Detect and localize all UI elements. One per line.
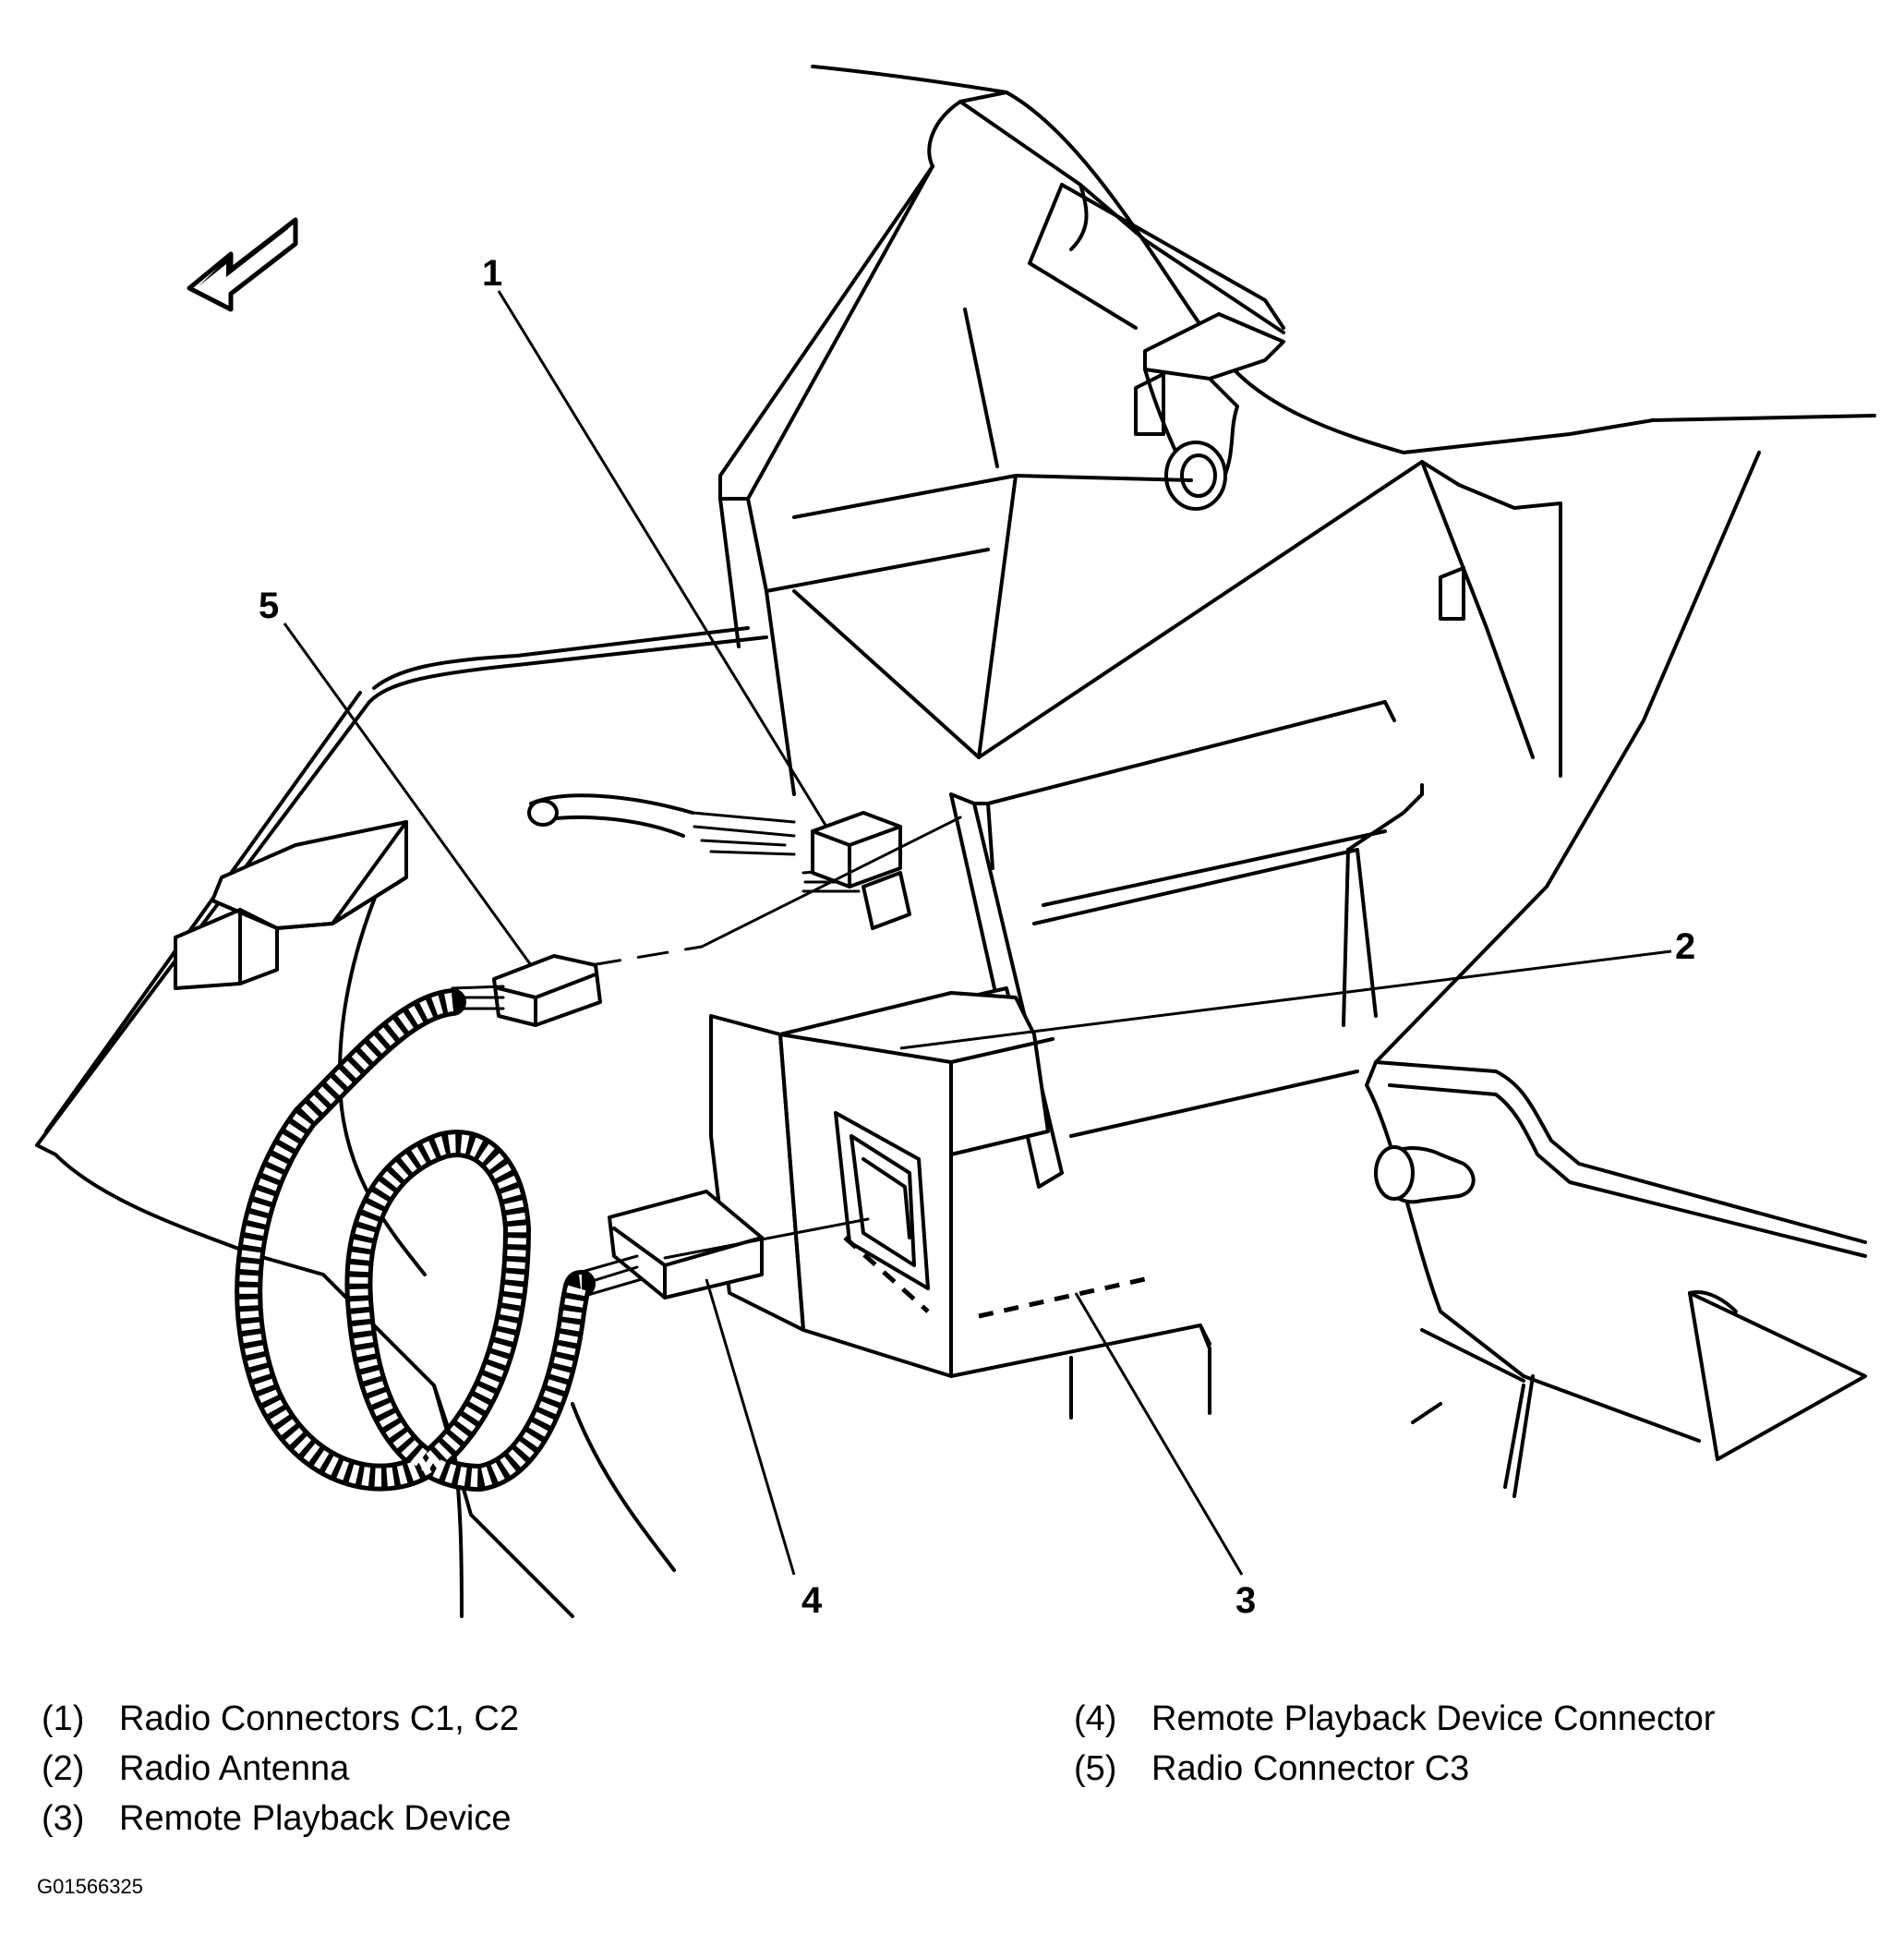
legend-label: Radio Antenna <box>119 1749 350 1788</box>
figure-id: G01566325 <box>37 1875 143 1898</box>
legend-item: (5) Radio Connector C3 <box>1074 1747 1469 1790</box>
legend-label: Radio Connectors C1, C2 <box>119 1699 519 1738</box>
callout-3: 3 <box>1235 1580 1257 1621</box>
leader-5 <box>283 622 533 966</box>
legend-number: (5) <box>1074 1749 1117 1788</box>
front-direction-arrow-icon <box>187 217 298 312</box>
wiring-harness-coil <box>235 988 596 1492</box>
legend-number: (1) <box>42 1699 85 1738</box>
leader-3 <box>1074 1292 1244 1576</box>
leader-2 <box>899 949 1672 1050</box>
leader-1 <box>497 290 828 828</box>
legend-item: (3) Remote Playback Device <box>42 1797 512 1840</box>
legend-label: Remote Playback Device <box>119 1799 512 1838</box>
legend-item: (4) Remote Playback Device Connector <box>1074 1698 1715 1740</box>
callout-2: 2 <box>1675 926 1696 967</box>
legend-label: Remote Playback Device Connector <box>1151 1699 1716 1738</box>
callout-5: 5 <box>259 586 280 626</box>
callout-1: 1 <box>482 253 503 294</box>
legend-number: (4) <box>1074 1699 1117 1738</box>
legend-number: (3) <box>42 1799 85 1838</box>
legend-number: (2) <box>42 1749 85 1788</box>
legend: (1) Radio Connectors C1, C2 (2) Radio Ante… <box>0 1690 1904 1912</box>
legend-label: Radio Connector C3 <box>1151 1749 1470 1788</box>
radio-location-diagram <box>35 65 1876 1618</box>
legend-item: (1) Radio Connectors C1, C2 <box>42 1698 519 1740</box>
legend-item: (2) Radio Antenna <box>42 1747 349 1790</box>
callout-4: 4 <box>801 1580 823 1621</box>
leader-4 <box>705 1278 796 1576</box>
callout-leaders <box>283 290 1672 1576</box>
instrument-panel-outline <box>35 65 1876 1618</box>
